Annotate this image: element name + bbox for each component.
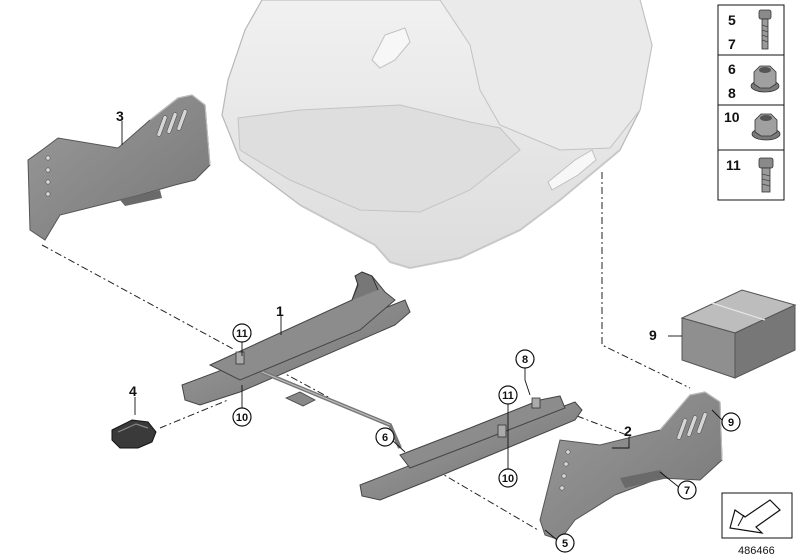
svg-text:7: 7 — [684, 485, 690, 497]
svg-text:11: 11 — [236, 328, 248, 340]
adjust-handle — [111, 419, 157, 449]
orientation-box: 486466 — [721, 492, 793, 557]
callout-11-right: 11 — [498, 385, 518, 405]
callout-7: 7 — [677, 480, 697, 500]
diagram-number: 486466 — [738, 545, 775, 557]
label-part-9: 9 — [649, 327, 657, 343]
svg-text:9: 9 — [728, 417, 734, 429]
direction-arrow-icon — [729, 499, 781, 534]
short-bolt-icon — [758, 157, 774, 193]
legend-num-7: 7 — [728, 36, 736, 52]
legend-num-11: 11 — [726, 157, 741, 173]
callout-6: 6 — [375, 427, 395, 447]
label-part-4: 4 — [129, 383, 137, 399]
label-part-2: 2 — [624, 423, 632, 439]
callout-10-left: 10 — [232, 407, 252, 427]
part-labels: 3 1 4 2 9 — [116, 108, 657, 439]
side-bracket-left — [27, 94, 211, 241]
callout-10-right: 10 — [498, 468, 518, 488]
seat-shell — [221, 0, 653, 270]
label-part-3: 3 — [116, 108, 124, 124]
callout-11-left: 11 — [232, 323, 252, 343]
seat-rail-left — [181, 271, 411, 449]
callouts: 11 10 6 8 11 10 9 7 — [232, 323, 741, 553]
svg-text:11: 11 — [502, 390, 514, 402]
svg-text:6: 6 — [382, 432, 388, 444]
hex-flange-nut-icon — [750, 65, 780, 93]
leader-lines — [121, 121, 723, 541]
svg-text:5: 5 — [562, 538, 568, 550]
callout-5: 5 — [555, 533, 575, 553]
fastener-legend: 5 7 6 8 10 11 — [717, 4, 785, 201]
seat-rail-right — [359, 395, 583, 501]
label-part-1: 1 — [276, 303, 284, 319]
svg-text:10: 10 — [502, 473, 514, 485]
svg-text:10: 10 — [236, 412, 248, 424]
callout-9: 9 — [721, 412, 741, 432]
legend-num-8: 8 — [728, 85, 736, 101]
part-box — [680, 289, 797, 379]
side-bracket-right — [539, 391, 723, 541]
svg-text:8: 8 — [522, 354, 528, 366]
hex-flange-nut-icon — [751, 113, 781, 141]
bolt-icon — [758, 9, 772, 50]
legend-num-10: 10 — [724, 109, 740, 125]
callout-8: 8 — [515, 349, 535, 369]
legend-num-6: 6 — [728, 61, 736, 77]
legend-num-5: 5 — [728, 12, 736, 28]
